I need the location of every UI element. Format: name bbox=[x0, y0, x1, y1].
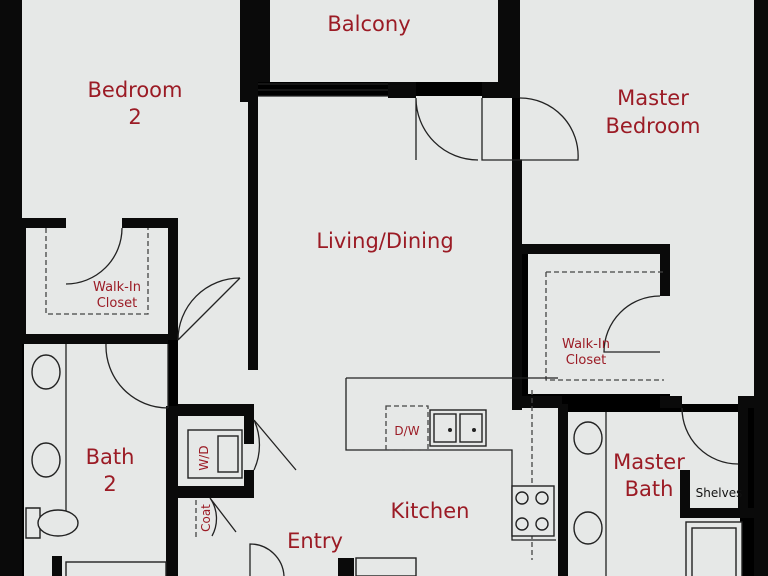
closet-2-floor bbox=[528, 254, 670, 394]
master-bath-label-line1: Master bbox=[613, 450, 685, 474]
closet-shelves bbox=[45, 228, 664, 381]
bedroom-2-label-line1: Bedroom bbox=[88, 78, 183, 102]
entry-door-swing bbox=[249, 543, 285, 576]
closet-1-door-swing bbox=[65, 227, 123, 285]
living-dining-floor bbox=[258, 96, 512, 406]
coat-closet-label: Coat bbox=[199, 504, 213, 532]
walkin-closet-2-label-line1: Walk-In bbox=[562, 337, 610, 352]
refrigerator bbox=[355, 557, 417, 576]
windows bbox=[258, 83, 388, 97]
master-bath-label-line2: Bath bbox=[625, 477, 674, 501]
bath-2-fixtures bbox=[25, 344, 167, 576]
master-bath-fixtures bbox=[573, 412, 743, 576]
master-bedroom-door-swing bbox=[519, 97, 579, 161]
balcony-label: Balcony bbox=[327, 12, 410, 36]
walkin-closet-1-label-line2: Closet bbox=[97, 296, 138, 311]
balcony-door-swing bbox=[415, 97, 479, 161]
master-bath-sink-2 bbox=[573, 511, 603, 545]
bath-2-label-line1: Bath bbox=[86, 445, 135, 469]
bedroom-2-label-line2: 2 bbox=[128, 105, 141, 129]
master-bath-sink-1 bbox=[573, 421, 603, 455]
laundry-door-swing bbox=[253, 419, 297, 471]
master-bedroom-lower-floor bbox=[670, 244, 754, 404]
bath-2-tub bbox=[65, 561, 167, 576]
bath-2-sink-1 bbox=[31, 354, 61, 390]
master-bedroom-label-line2: Bedroom bbox=[606, 114, 701, 138]
room-labels: Balcony Bedroom 2 Master Bedroom Living/… bbox=[86, 12, 743, 553]
master-bedroom-label-line1: Master bbox=[617, 86, 689, 110]
dishwasher bbox=[385, 405, 429, 451]
walkin-closet-2-label-line2: Closet bbox=[566, 353, 607, 368]
entry-label: Entry bbox=[287, 529, 343, 553]
coat-closet-door-swing bbox=[209, 497, 237, 537]
kitchen-counter bbox=[345, 377, 558, 541]
bath-2-label-line2: 2 bbox=[103, 472, 116, 496]
bath-2-toilet bbox=[37, 509, 79, 537]
laundry-closet bbox=[187, 429, 243, 540]
balcony-floor bbox=[270, 0, 498, 82]
dishwasher-label: D/W bbox=[394, 424, 419, 438]
walkin-closet-1-label-line1: Walk-In bbox=[93, 280, 141, 295]
master-bedroom-floor bbox=[520, 0, 754, 244]
doors bbox=[65, 97, 739, 576]
living-dining-label: Living/Dining bbox=[316, 229, 453, 253]
shelves-label: Shelves bbox=[696, 486, 743, 500]
closet-2-door-swing bbox=[603, 295, 661, 353]
bath-2-door-swing bbox=[105, 343, 169, 409]
bath-2-sink-2 bbox=[31, 442, 61, 478]
washer-dryer-label: W/D bbox=[197, 445, 211, 470]
bedroom-2-door-swing bbox=[177, 277, 241, 341]
closet-1-area-floor bbox=[22, 220, 178, 340]
kitchen-fixtures bbox=[345, 377, 558, 576]
kitchen-label: Kitchen bbox=[391, 499, 470, 523]
hall-floor bbox=[178, 96, 258, 406]
master-bath-door-swing bbox=[681, 407, 739, 465]
